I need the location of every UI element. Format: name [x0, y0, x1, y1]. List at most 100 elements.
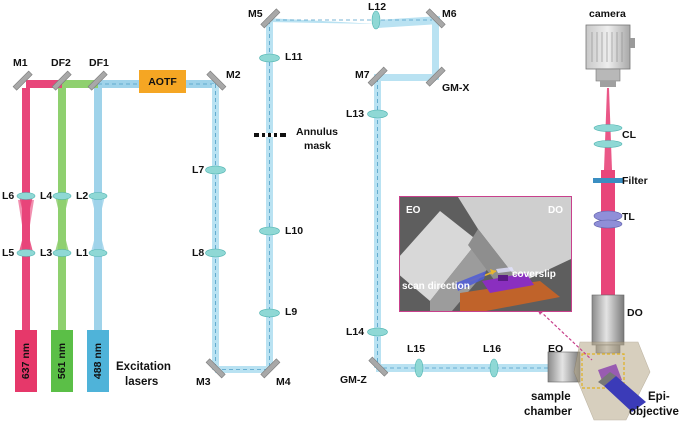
label-eo: EO — [548, 343, 564, 355]
epi-objective — [598, 372, 646, 412]
label-l6: L6 — [2, 190, 15, 202]
label-m3: M3 — [196, 376, 211, 388]
laser-637: 637 nm — [15, 330, 37, 392]
label-annulus-1: Annulus — [296, 126, 338, 138]
lens-l14 — [367, 327, 388, 337]
label-l5: L5 — [2, 247, 15, 259]
label-m5: M5 — [248, 8, 263, 20]
mirror-m1 — [12, 70, 33, 91]
label-l3: L3 — [40, 247, 53, 259]
inset-pointer — [539, 310, 593, 361]
label-l4: L4 — [40, 190, 53, 202]
inset-coverslip-label: coverslip — [512, 269, 556, 280]
label-df2: DF2 — [51, 57, 71, 69]
red-horizontal-beam — [26, 80, 62, 88]
mirror-m4 — [260, 358, 281, 379]
laser-488: 488 nm — [87, 330, 109, 392]
label-l8: L8 — [192, 247, 205, 259]
lens-l5 — [16, 249, 36, 257]
lens-l6 — [16, 192, 36, 200]
label-m4: M4 — [276, 376, 291, 388]
label-excitation-1: Excitation — [116, 361, 171, 373]
mirror-df2 — [51, 70, 72, 91]
label-sample-1: sample — [531, 391, 571, 403]
label-l15: L15 — [407, 343, 426, 355]
label-l12: L12 — [368, 1, 387, 13]
inset-eo-label: EO — [406, 205, 421, 216]
label-filter: Filter — [622, 175, 648, 187]
lens-l11 — [259, 53, 280, 63]
green-horizontal-beam — [62, 80, 98, 88]
label-camera: camera — [589, 8, 626, 20]
label-epi-1: Epi- — [648, 391, 670, 403]
lens-l3 — [52, 249, 72, 257]
beam-m5-m6 — [266, 16, 440, 28]
camera-body — [585, 24, 635, 87]
laser-561-label: 561 nm — [56, 342, 68, 380]
label-gmx: GM-X — [442, 82, 470, 94]
beam-m7-gmz — [374, 78, 381, 368]
aotf-label: AOTF — [148, 75, 177, 88]
lens-l16 — [489, 358, 499, 378]
label-gmz: GM-Z — [340, 374, 367, 386]
lens-l8 — [205, 248, 226, 258]
label-l7: L7 — [192, 164, 205, 176]
mirror-m5 — [260, 8, 281, 29]
excitation-objective — [547, 351, 581, 383]
label-do: DO — [627, 307, 643, 319]
beam-m3-m4 — [215, 366, 269, 373]
label-m7: M7 — [355, 69, 370, 81]
lens-l9 — [259, 308, 280, 318]
lens-tl — [593, 210, 623, 222]
label-l10: L10 — [285, 225, 304, 237]
lens-l13 — [367, 109, 388, 119]
label-m1: M1 — [13, 57, 28, 69]
inset-illustration — [400, 197, 571, 311]
lens-l12 — [371, 10, 381, 30]
laser-561: 561 nm — [51, 330, 73, 392]
label-df1: DF1 — [89, 57, 109, 69]
label-l9: L9 — [285, 306, 298, 318]
mirror-m2 — [206, 70, 227, 91]
lens-l7 — [205, 165, 226, 175]
aotf-box: AOTF — [139, 70, 186, 93]
label-m6: M6 — [442, 8, 457, 20]
lens-l15 — [414, 358, 424, 378]
lens-tl-2 — [593, 219, 623, 229]
emission-filter — [593, 178, 623, 183]
mirror-gmz — [368, 356, 389, 377]
lens-cl — [593, 124, 623, 132]
mirror-m3 — [205, 358, 226, 379]
laser-focus-cones — [19, 196, 105, 252]
beam-m6-gmx — [432, 18, 439, 80]
label-l2: L2 — [76, 190, 89, 202]
label-tl: TL — [622, 211, 635, 223]
lens-l1 — [88, 249, 108, 257]
lens-l10 — [259, 226, 280, 236]
lens-l4 — [52, 192, 72, 200]
lens-l2 — [88, 192, 108, 200]
label-l11: L11 — [285, 51, 303, 63]
sample-inset: EO DO coverslip scan direction — [399, 196, 572, 312]
mirror-gmx — [425, 66, 446, 87]
label-l14: L14 — [346, 326, 365, 338]
inset-do-label: DO — [548, 205, 563, 216]
label-cl: CL — [622, 129, 636, 141]
label-excitation-2: lasers — [125, 376, 159, 388]
label-m2: M2 — [226, 69, 241, 81]
beam-gmx-m7 — [374, 74, 436, 81]
label-sample-2: chamber — [524, 406, 572, 418]
label-l13: L13 — [346, 108, 365, 120]
annulus-mask — [254, 133, 286, 137]
label-epi-2: objective — [629, 406, 679, 418]
mirror-m6 — [425, 8, 446, 29]
mirror-m7 — [367, 66, 388, 87]
mirror-df1 — [87, 70, 108, 91]
inset-scan-direction-label: scan direction — [402, 281, 470, 292]
label-l16: L16 — [483, 343, 502, 355]
label-l1: L1 — [76, 247, 89, 259]
laser-637-label: 637 nm — [20, 342, 32, 380]
label-annulus-2: mask — [304, 140, 331, 152]
laser-488-label: 488 nm — [92, 342, 104, 380]
